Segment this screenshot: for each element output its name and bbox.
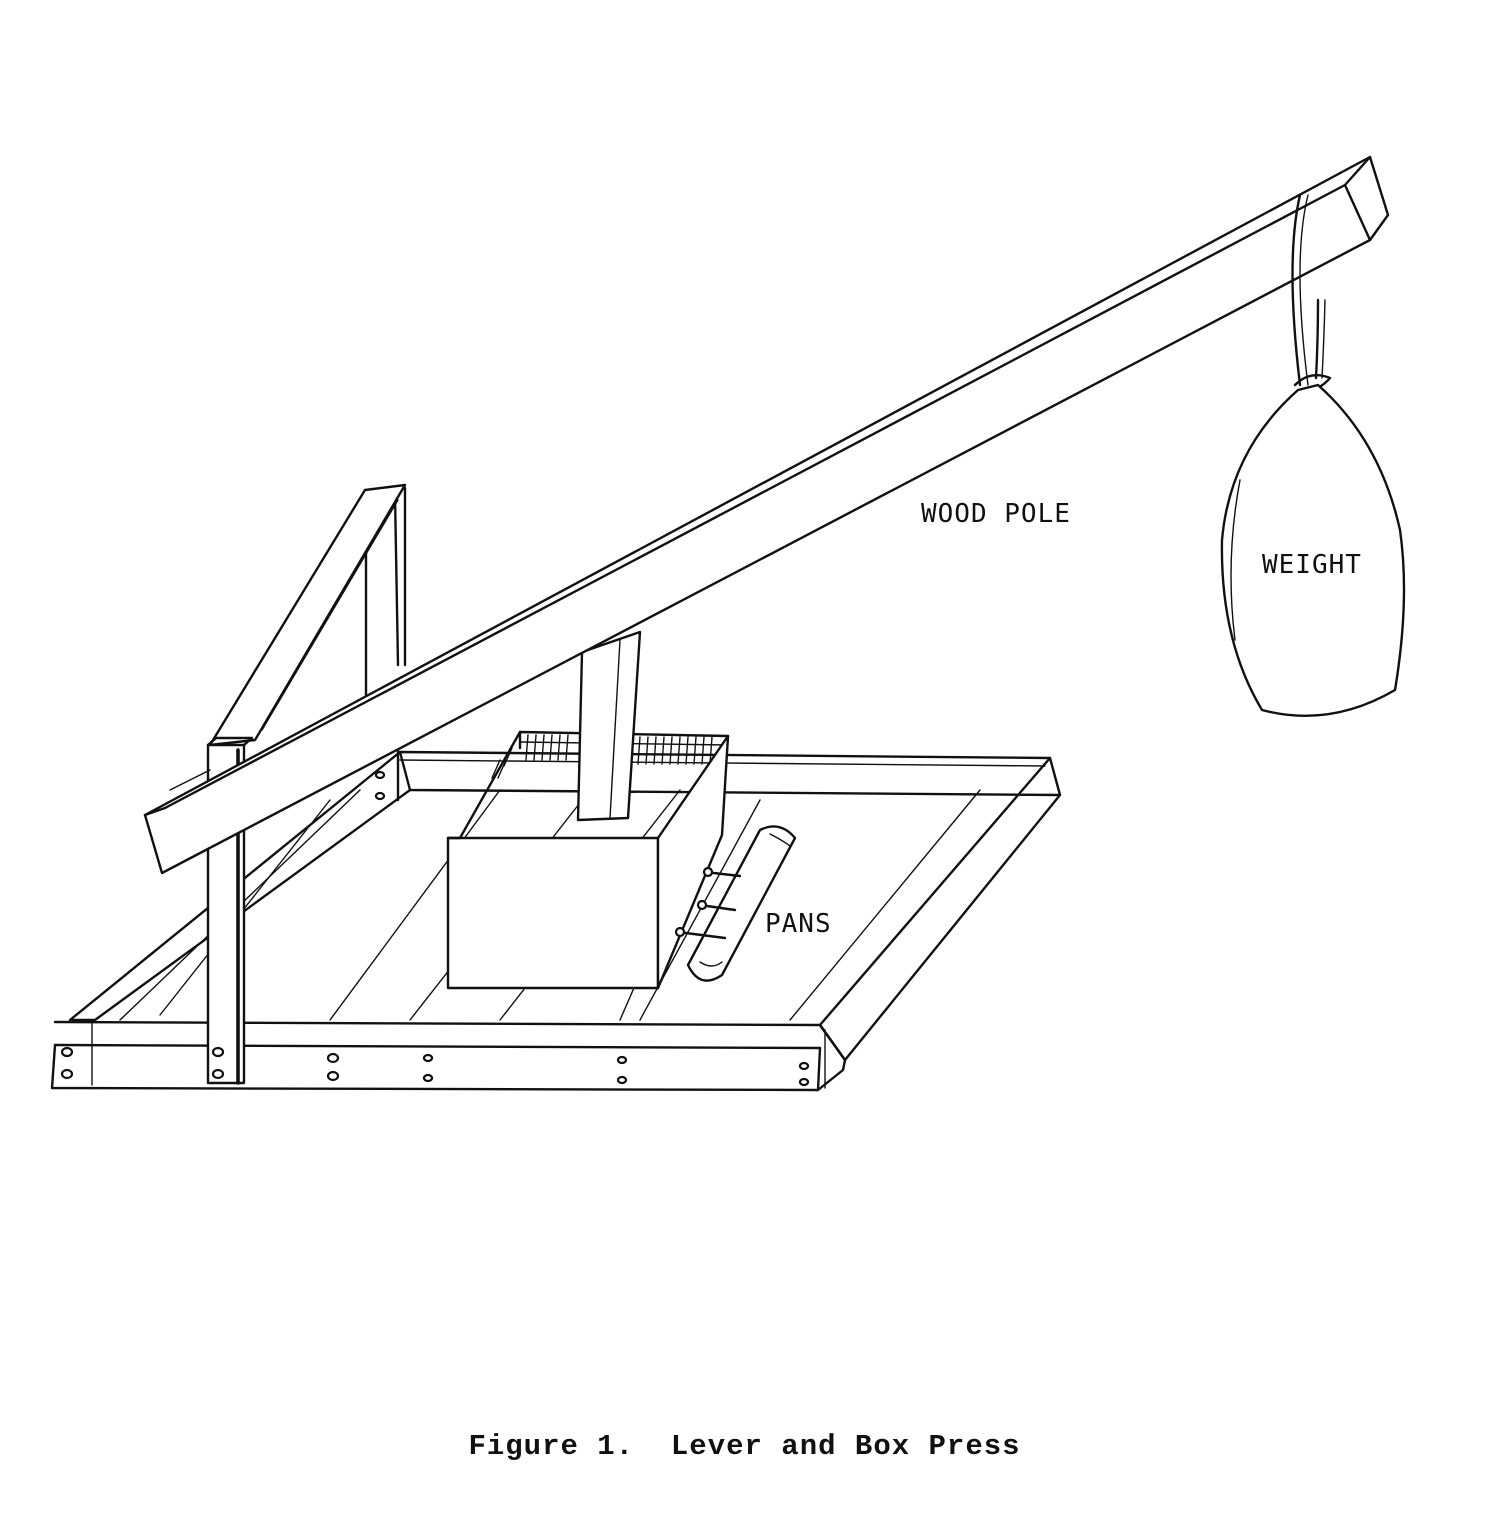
pans-label: PANS (765, 909, 832, 939)
press-box (446, 630, 730, 990)
weight-label: WEIGHT (1262, 550, 1362, 580)
wood-pole (143, 155, 1390, 875)
figure-caption: Figure 1. Lever and Box Press (468, 1430, 1021, 1463)
pans (674, 825, 797, 982)
weight-bag (1220, 193, 1406, 717)
wood-pole-label: WOOD POLE (921, 499, 1071, 529)
